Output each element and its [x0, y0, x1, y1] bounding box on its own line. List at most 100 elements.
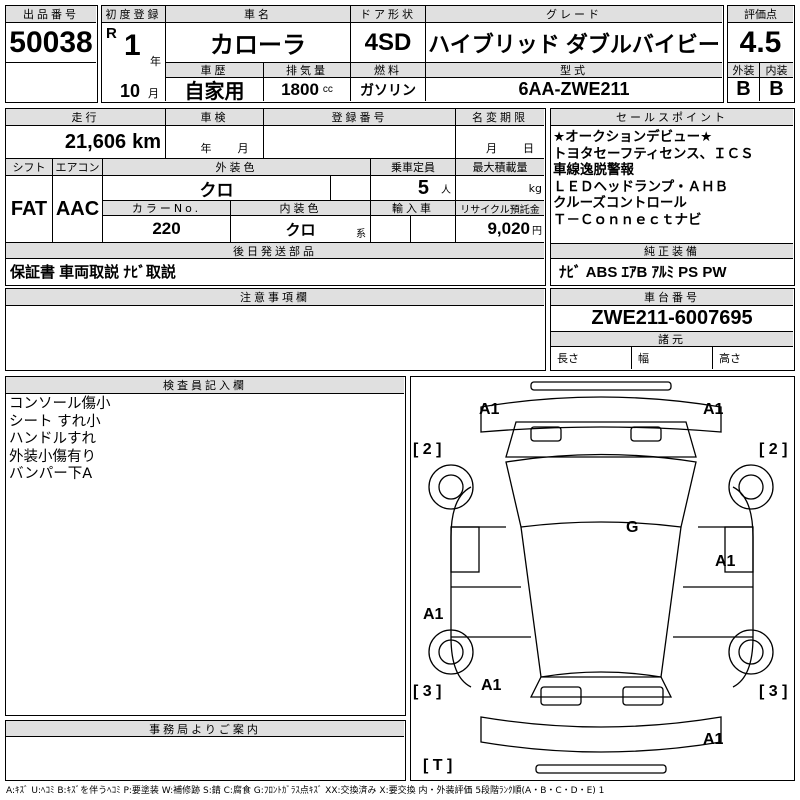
mark-right-2: [ 2 ]: [759, 441, 788, 458]
month-unit: 月: [148, 87, 159, 100]
chassis-box: 車台番号 ZWE211-6007695 諸元 長さ 幅 高さ: [550, 288, 795, 371]
recycle-value: 9,020: [487, 219, 530, 238]
first-reg-label: 初度登録: [102, 6, 166, 23]
office-label: 事務局よりご案内: [6, 721, 404, 737]
reg-no: [264, 126, 456, 159]
lot-box: 出品番号 50038: [5, 5, 98, 103]
history-label: 車歴: [166, 63, 264, 78]
nc-day-unit: 日: [523, 142, 534, 155]
int-grade: B: [769, 78, 784, 100]
inspector-line: バンパー下A: [9, 466, 93, 482]
ext-grade: B: [728, 78, 760, 101]
sale-points-label: セールスポイント: [551, 109, 793, 126]
lot-label: 出品番号: [6, 6, 96, 23]
score-label: 評価点: [728, 6, 793, 23]
model-label: 型式: [426, 63, 722, 78]
insp-year-unit: 年: [200, 142, 212, 155]
import-b: [411, 216, 456, 243]
office-box: 事務局よりご案内: [5, 720, 406, 781]
inspector-line: コンソール傷小: [9, 396, 111, 412]
inspector-line: 外装小傷有り: [9, 448, 96, 465]
fuel: ガソリン: [351, 78, 426, 101]
inspection-label: 車検: [166, 109, 264, 126]
sale-point: ＬＥＤヘッドランプ・ＡＨＢ: [553, 178, 729, 195]
reg-year: 1: [124, 29, 141, 62]
inspector-line: ハンドルすれ: [9, 431, 96, 447]
mark-left-3: [ 3 ]: [413, 683, 442, 700]
sale-point: 車線逸脱警報: [553, 162, 634, 178]
sale-point: クルーズコントロール: [553, 195, 687, 211]
ac: AAC: [53, 176, 103, 243]
lot-number: 50038: [6, 23, 96, 63]
mileage-label: 走行: [6, 109, 166, 126]
width-field: 幅: [632, 347, 713, 369]
sale-point: Ｔ－Ｃｏｎｎｅｃｔナビ: [553, 211, 702, 228]
length-field: 長さ: [551, 347, 632, 369]
sale-point: トヨタセーフティセンス、ＩＣＳ: [553, 145, 754, 162]
inspector-line: シート すれ小: [9, 413, 101, 430]
name-change-label: 名変期限: [456, 109, 544, 126]
ext-label: 外装: [728, 63, 760, 78]
mark-right-3: [ 3 ]: [759, 683, 788, 700]
chassis-label: 車台番号: [551, 289, 793, 306]
inspector-label: 検査員記入欄: [6, 377, 404, 394]
km-unit: km: [132, 130, 161, 153]
notes-box: 注意事項欄: [5, 288, 546, 371]
mark-left-2: [ 2 ]: [413, 441, 442, 458]
fuel-label: 燃料: [351, 63, 426, 78]
capacity-value: 5: [417, 176, 429, 199]
cc-unit: cc: [322, 84, 333, 95]
inspector-notes: コンソール傷小 シート すれ小 ハンドルすれ 外装小傷有り バンパー下A: [9, 396, 111, 484]
chassis-number: ZWE211-6007695: [551, 306, 793, 332]
kg-unit: kg: [456, 176, 544, 201]
shift-label: シフト: [6, 159, 53, 176]
height-field: 高さ: [719, 352, 741, 365]
door-type: 4SD: [351, 23, 426, 63]
mark-trunk: [ T ]: [423, 757, 453, 774]
mark-right-side: A1: [715, 553, 736, 570]
capacity-label: 乗車定員: [371, 159, 456, 176]
max-load-label: 最大積載量: [456, 159, 544, 176]
vehicle-info-box: 初度登録 車名 ドア形状 グレード R 1 年 10 月 カローラ 4SD ハイ…: [101, 5, 724, 103]
insp-month-unit: 月: [237, 142, 249, 155]
era: R: [106, 25, 117, 42]
grade: ハイブリッド ダブルバイビー: [426, 23, 722, 63]
ext-color: クロ: [103, 176, 331, 201]
later-parts-label: 後日発送部品: [6, 243, 544, 259]
spec-label: 諸元: [551, 332, 793, 347]
mark-front-left: A1: [479, 401, 500, 418]
score: 4.5: [728, 23, 793, 63]
int-color-unit: 系: [356, 229, 366, 240]
mileage-value: 21,606: [64, 130, 127, 153]
legend: A:ｷｽﾞ U:ﾍｺﾐ B:ｷｽﾞを伴うﾍｺﾐ P:要塗装 W:補修跡 S:錆 …: [6, 786, 605, 796]
first-reg: R 1 年 10 月: [102, 23, 166, 101]
year-unit: 年: [150, 55, 161, 68]
displacement-label: 排気量: [264, 63, 351, 78]
person-unit: 人: [441, 184, 451, 196]
car-outline-icon: [428, 381, 774, 774]
ac-label: エアコン: [53, 159, 103, 176]
ext-color-extra: [331, 176, 371, 201]
grade-label: グレード: [426, 6, 722, 23]
name-change: 月日: [456, 126, 544, 159]
mark-rear-bumper: A1: [703, 731, 724, 748]
mark-left-side: A1: [423, 606, 444, 623]
car-name: カローラ: [166, 23, 351, 63]
damage-diagram: A1 A1 [ 2 ] [ 2 ] G A1 A1 [ 3 ] [ 3 ] A1…: [410, 376, 795, 781]
displacement-value: 1800: [281, 79, 319, 99]
reg-month: 10: [120, 81, 141, 101]
inspection: 年月: [166, 126, 264, 159]
model-code: 6AA-ZWE211: [518, 79, 630, 99]
ext-color-label: 外装色: [103, 159, 371, 176]
nc-month-unit: 月: [486, 142, 497, 155]
later-parts: 保証書 車両取説 ﾅﾋﾞ取説: [10, 264, 176, 281]
equipment-label: 純正装備: [551, 243, 793, 259]
equipment: ﾅﾋﾞ ABS ｴｱB ｱﾙﾐ PS PW: [559, 264, 727, 281]
recycle-label: リサイクル預託金: [456, 201, 544, 216]
inspector-box: 検査員記入欄 コンソール傷小 シート すれ小 ハンドルすれ 外装小傷有り バンパ…: [5, 376, 406, 716]
sale-points-list: ★オークションデビュー★ トヨタセーフティセンス、ＩＣＳ 車線逸脱警報 ＬＥＤヘ…: [553, 129, 754, 228]
